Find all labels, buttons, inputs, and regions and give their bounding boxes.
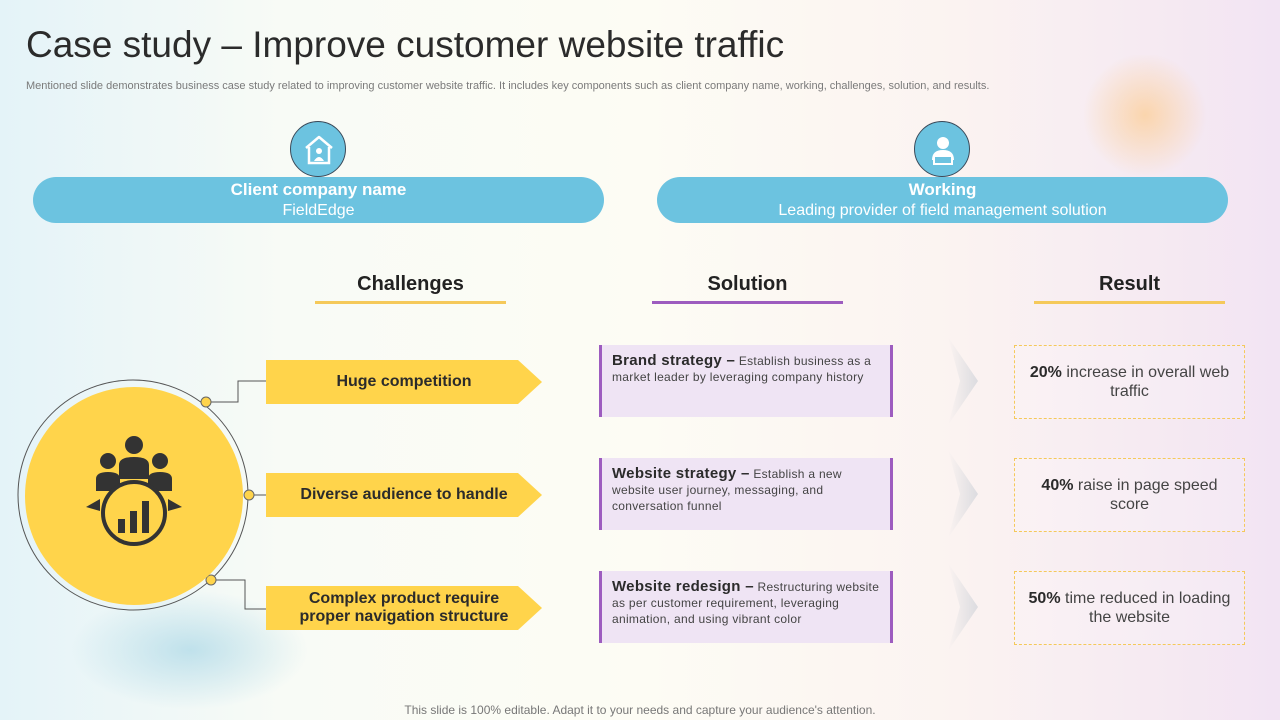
result-underline xyxy=(1034,301,1225,304)
page-title: Case study – Improve customer website tr… xyxy=(26,24,785,65)
challenge-label: Diverse audience to handle xyxy=(300,486,508,503)
hub-connector-lines xyxy=(17,379,266,611)
challenges-heading: Challenges xyxy=(357,273,464,295)
working-value: Leading provider of field management sol… xyxy=(778,202,1107,219)
solution-title: Website redesign – xyxy=(612,578,754,595)
working-heading: Working xyxy=(908,180,977,199)
solution-heading: Solution xyxy=(707,273,788,295)
challenge-label: Complex product require xyxy=(308,590,500,607)
solution-underline xyxy=(652,301,843,304)
challenges-underline xyxy=(315,301,506,304)
house-person-icon xyxy=(290,121,346,177)
client-company-heading: Client company name xyxy=(230,180,407,199)
result-text: increase in overall web traffic xyxy=(1066,364,1230,400)
solution-text: Establish a new website user journey, me… xyxy=(612,467,842,513)
result-percent: 40% xyxy=(1041,477,1074,494)
result-percent: 50% xyxy=(1028,590,1061,607)
solution-card-1: Brand strategy – Establish business as a… xyxy=(599,345,893,417)
working-pill: Working Leading provider of field manage… xyxy=(657,177,1228,223)
client-company-value: FieldEdge xyxy=(282,202,355,219)
result-heading: Result xyxy=(1098,273,1161,295)
decorative-glow-orange xyxy=(1080,55,1210,175)
solution-text: Establish business as a market leader by… xyxy=(612,354,872,384)
person-laptop-icon xyxy=(914,121,970,177)
result-box-3: 50% time reduced in loading the website xyxy=(1014,571,1245,645)
result-percent: 20% xyxy=(1029,364,1062,381)
challenge-arrow-2: Diverse audience to handle xyxy=(266,473,542,517)
result-box-2: 40% raise in page speed score xyxy=(1014,458,1245,532)
result-text: time reduced in loading the website xyxy=(1065,590,1231,626)
chevron-right-icon xyxy=(948,450,978,538)
solution-text: Restructuring website as per customer re… xyxy=(612,580,880,626)
solution-card-2: Website strategy – Establish a new websi… xyxy=(599,458,893,530)
result-text: raise in page speed score xyxy=(1077,477,1218,513)
challenge-arrow-1: Huge competition xyxy=(266,360,542,404)
solution-title: Brand strategy – xyxy=(612,352,736,369)
challenge-arrow-3: Complex product require proper navigatio… xyxy=(266,586,542,630)
solution-title: Website strategy – xyxy=(612,465,750,482)
challenge-label: Huge competition xyxy=(336,373,472,390)
client-company-pill: Client company name FieldEdge xyxy=(33,177,604,223)
footer-note: This slide is 100% editable. Adapt it to… xyxy=(404,703,876,717)
page-subtitle: Mentioned slide demonstrates business ca… xyxy=(26,80,990,92)
solution-card-3: Website redesign – Restructuring website… xyxy=(599,571,893,643)
result-box-1: 20% increase in overall web traffic xyxy=(1014,345,1245,419)
team-growth-chart-icon xyxy=(86,436,182,546)
chevron-right-icon xyxy=(948,563,978,651)
chevron-right-icon xyxy=(948,337,978,425)
challenge-label-line2: proper navigation structure xyxy=(299,608,509,625)
